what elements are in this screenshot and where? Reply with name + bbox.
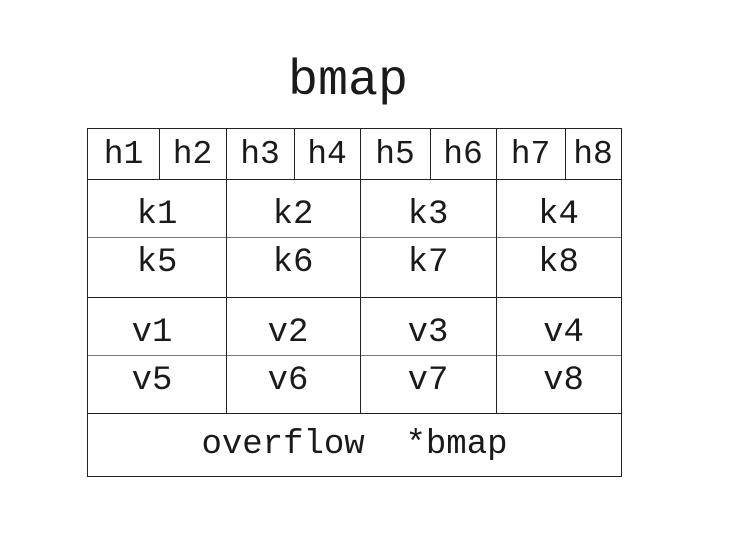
key-cell: k6	[272, 244, 314, 282]
tophash-cell: h3	[240, 136, 280, 173]
value-cell: v7	[407, 362, 449, 400]
value-cell: v1	[131, 314, 173, 352]
tophash-cell: h4	[307, 136, 347, 173]
key-cell: k2	[272, 196, 314, 234]
tophash-col-divider	[226, 129, 227, 179]
tophash-col-divider	[294, 129, 295, 179]
tophash-col-divider	[159, 129, 160, 179]
tophash-col-divider	[430, 129, 431, 179]
value-cell: v8	[543, 362, 584, 400]
key-cell: k4	[538, 196, 579, 234]
key-cell: k1	[136, 196, 178, 234]
tophash-cell: h8	[573, 136, 613, 173]
slot-col-divider	[360, 179, 361, 413]
tophash-cell: h6	[443, 136, 483, 173]
value-cell: v3	[407, 314, 449, 352]
value-cell: v4	[543, 314, 584, 352]
bmap-struct: h1 h2 h3 h4 h5 h6 h7 h8 k1 k2 k3 k4 k5 k…	[87, 128, 622, 477]
key-cell: k8	[538, 244, 579, 282]
value-cell: v5	[131, 362, 173, 400]
tophash-col-divider	[496, 129, 497, 179]
divider-values	[88, 413, 621, 414]
tophash-cell: h5	[375, 136, 415, 173]
value-cell: v2	[267, 314, 309, 352]
tophash-cell: h7	[510, 136, 551, 173]
diagram-title: bmap	[287, 53, 409, 110]
key-cell: k7	[407, 244, 449, 282]
overflow-pointer: overflow *bmap	[201, 426, 508, 464]
slot-col-divider	[226, 179, 227, 413]
divider-value-rows	[88, 355, 621, 356]
tophash-cell: h1	[103, 136, 144, 173]
key-cell: k5	[136, 244, 178, 282]
divider-tophash	[88, 179, 621, 180]
divider-keys	[88, 297, 621, 298]
divider-key-rows	[88, 237, 621, 238]
tophash-col-divider	[360, 129, 361, 179]
slot-col-divider	[496, 179, 497, 413]
tophash-col-divider	[565, 129, 566, 179]
value-cell: v6	[267, 362, 309, 400]
tophash-cell: h2	[172, 136, 213, 173]
key-cell: k3	[407, 196, 449, 234]
